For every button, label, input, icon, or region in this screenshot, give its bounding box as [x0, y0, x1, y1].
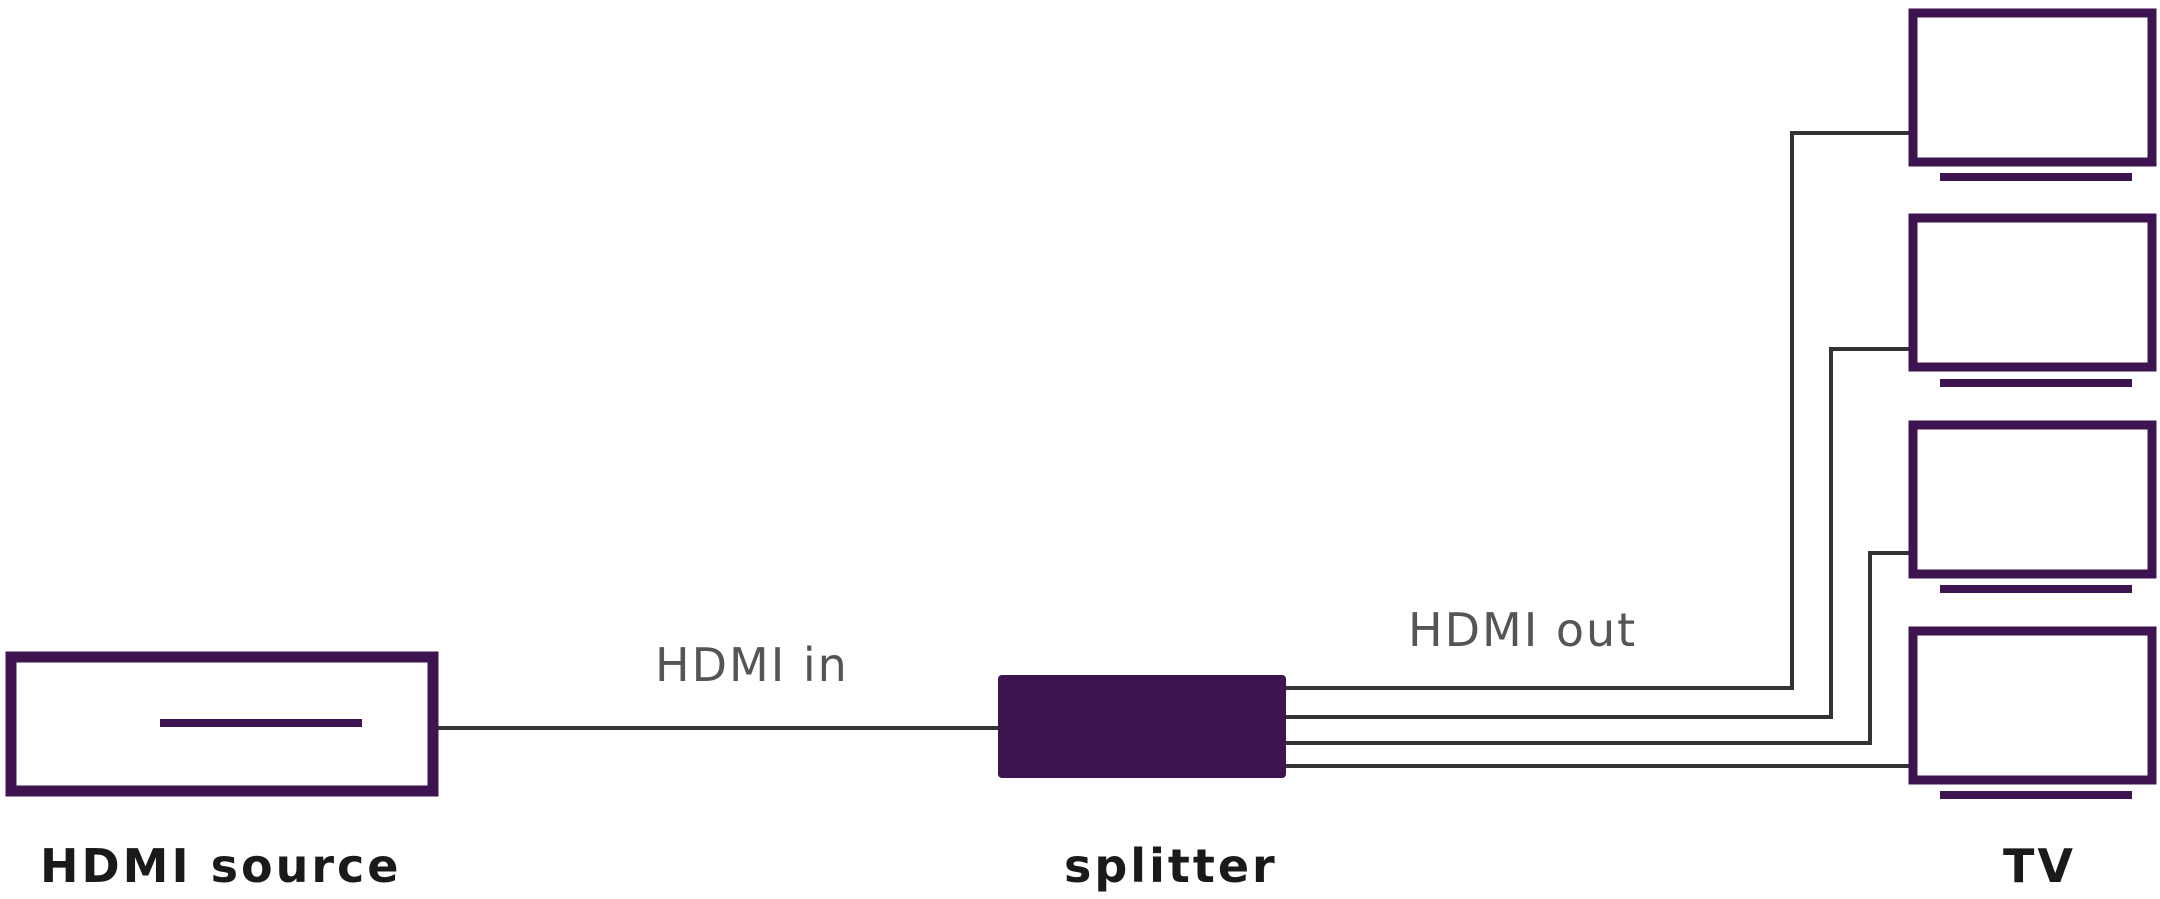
tv-monitor-2	[1908, 213, 2157, 387]
tv-screen	[1908, 213, 2157, 372]
hdmi-in-label: HDMI in	[655, 638, 849, 692]
tv-screen	[1908, 626, 2157, 785]
tv-monitor-1	[1908, 8, 2157, 181]
output-cable-1	[1286, 131, 1910, 690]
hdmi-out-label: HDMI out	[1408, 603, 1638, 657]
tv-monitor-3	[1908, 420, 2157, 593]
tv-label: TV	[2003, 839, 2076, 893]
splitter-label: splitter	[1064, 839, 1278, 893]
hdmi-out-cables	[1286, 131, 1910, 768]
tv-screen	[1908, 8, 2157, 167]
hdmi-source-device	[5, 651, 439, 797]
output-cable-3	[1286, 551, 1910, 745]
splitter-box	[998, 675, 1286, 778]
source-box	[5, 651, 439, 797]
output-cable-2	[1286, 347, 1910, 719]
tv-screen	[1908, 420, 2157, 579]
tv-monitor-4	[1908, 626, 2157, 799]
hdmi-source-label: HDMI source	[40, 839, 402, 893]
